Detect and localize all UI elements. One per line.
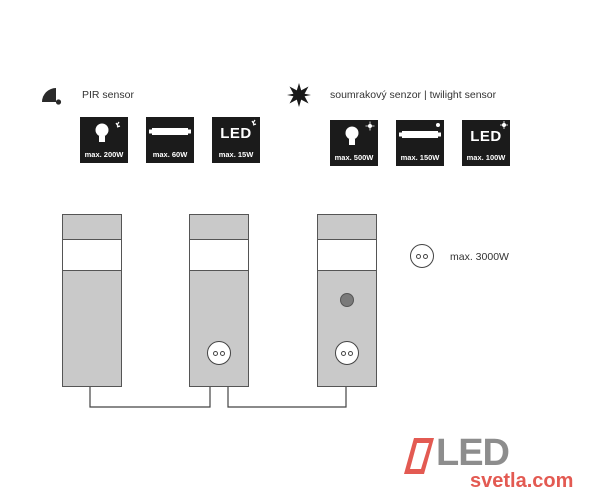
tile-caption: max. 500W [334,153,374,162]
twilight-led-tile: LED max. 100W [462,120,510,166]
tube-icon [149,128,191,135]
tile-caption: max. 100W [466,153,506,162]
pir-sensor-icon [42,88,62,105]
tube-icon [399,123,441,138]
twilight-sensor-icon [287,83,311,107]
pir-sensor-label: PIR sensor [82,89,134,101]
light-window [63,239,121,271]
pir-led-tile: LED max. 15W [212,117,260,163]
socket-icon [207,341,231,365]
led-icon [500,121,508,129]
tile-caption: max. 150W [400,153,440,162]
twilight-sensor-label: soumrakový senzor | twilight sensor [330,89,497,101]
tile-caption: max. 15W [218,150,254,159]
pir-tube-tile: max. 60W [146,117,194,163]
bulb-icon [95,121,121,142]
socket-legend-icon [410,244,434,268]
twilight-sensor-dot [340,293,354,307]
led-tile-text: LED [220,125,252,142]
light-window [318,239,376,271]
twilight-tube-tile: max. 150W [396,120,444,166]
light-window [190,239,248,271]
bulb-icon [345,121,375,145]
bollard-post-sensor-socket [317,214,377,387]
twilight-bulb-tile: max. 500W [330,120,378,166]
bollard-post-plain [62,214,122,387]
pir-bulb-tile: max. 200W [80,117,128,163]
tile-caption: max. 200W [84,150,124,159]
led-icon [251,119,257,126]
socket-legend-label: max. 3000W [450,251,509,263]
logo-site-text: svetla.com [470,470,574,492]
logo-mark-icon [404,438,434,474]
led-tile-text: LED [470,128,502,145]
tile-caption: max. 60W [152,150,188,159]
bollard-post-socket [189,214,249,387]
socket-icon [335,341,359,365]
logo-led-text: LED [436,432,510,474]
